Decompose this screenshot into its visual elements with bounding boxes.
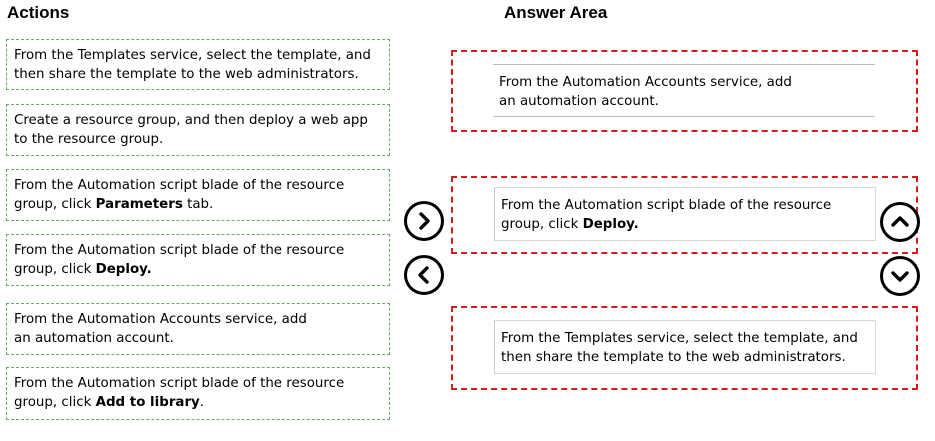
answer-card-text: From the Automation Accounts service, ad…: [499, 75, 792, 90]
answer-card-text: group, click Deploy.: [501, 217, 639, 232]
action-item-share-template[interactable]: From the Templates service, select the t…: [6, 39, 390, 90]
answer-slot-1[interactable]: [451, 50, 918, 132]
action-item-text: From the Automation script blade of the …: [14, 178, 345, 193]
action-item-add-automation-account[interactable]: From the Automation Accounts service, ad…: [6, 303, 390, 355]
move-right-button[interactable]: [404, 201, 444, 241]
actions-heading: Actions: [7, 3, 70, 22]
action-item-text: an automation account.: [14, 331, 174, 346]
move-up-button[interactable]: [880, 202, 920, 242]
action-item-click-deploy[interactable]: From the Automation script blade of the …: [6, 234, 390, 286]
action-item-click-parameters[interactable]: From the Automation script blade of the …: [6, 169, 390, 221]
action-item-text: From the Automation Accounts service, ad…: [14, 312, 307, 327]
chevron-down-icon: [891, 271, 909, 282]
answer-card-text: an automation account.: [499, 94, 659, 109]
action-item-click-add-to-library[interactable]: From the Automation script blade of the …: [6, 367, 390, 420]
chevron-up-icon: [891, 216, 909, 227]
action-item-text: group, click Deploy.: [14, 262, 152, 277]
answer-slot-3[interactable]: [451, 306, 918, 390]
action-item-text: From the Templates service, select the t…: [14, 48, 371, 63]
answer-area-heading: Answer Area: [504, 3, 608, 22]
action-item-text: to the resource group.: [14, 132, 164, 147]
answer-card-add-automation-account[interactable]: From the Automation Accounts service, ad…: [493, 64, 875, 117]
chevron-left-icon: [418, 266, 429, 284]
action-item-text: From the Automation script blade of the …: [14, 376, 345, 391]
action-item-text: group, click Add to library.: [14, 395, 205, 410]
action-item-text: group, click Parameters tab.: [14, 197, 214, 212]
answer-card-text: then share the template to the web admin…: [501, 350, 846, 365]
action-item-text: Create a resource group, and then deploy…: [14, 113, 368, 128]
answer-card-text: From the Templates service, select the t…: [501, 331, 858, 346]
answer-card-text: From the Automation script blade of the …: [501, 198, 832, 213]
action-item-text: From the Automation script blade of the …: [14, 243, 345, 258]
answer-card-click-deploy[interactable]: From the Automation script blade of the …: [494, 187, 876, 241]
answer-card-share-template[interactable]: From the Templates service, select the t…: [494, 320, 876, 374]
action-item-create-resource-group[interactable]: Create a resource group, and then deploy…: [6, 104, 390, 156]
chevron-right-icon: [419, 212, 430, 230]
move-down-button[interactable]: [880, 256, 920, 296]
move-left-button[interactable]: [404, 255, 444, 295]
action-item-text: then share the template to the web admin…: [14, 67, 359, 82]
